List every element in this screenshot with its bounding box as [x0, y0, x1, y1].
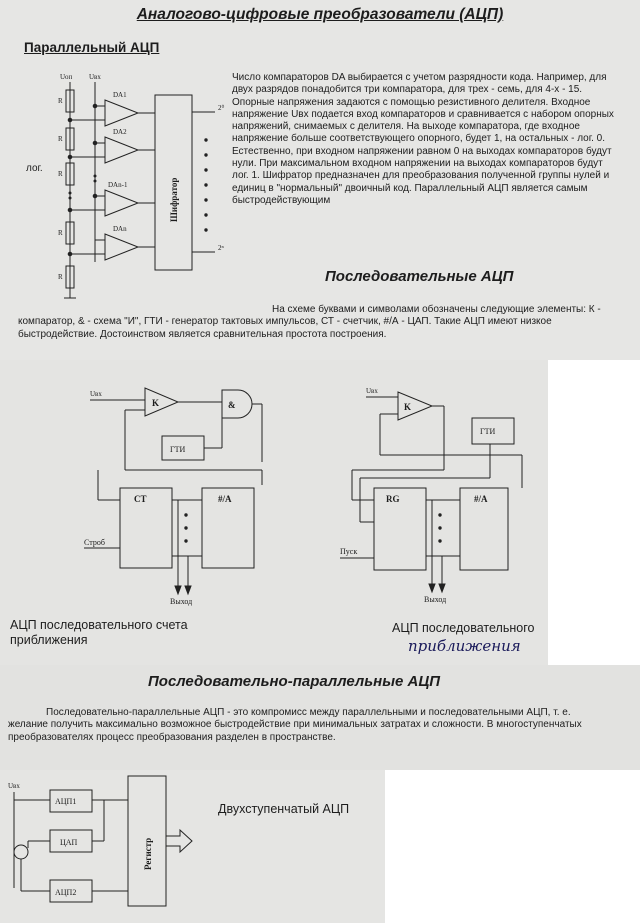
left-comparator [144, 387, 180, 417]
parallel-adc-diagram [64, 82, 215, 299]
paper-sheet-top [0, 0, 640, 360]
serial-parallel-heading: Последовательно-параллельные АЦП [148, 673, 441, 690]
dan-1-label: DAn-1 [108, 181, 128, 189]
left-dac-block [201, 487, 255, 569]
right-clock-generator [471, 417, 515, 445]
strobe-label: Строб [84, 538, 105, 547]
right-input-label: Uвх [366, 387, 378, 395]
adc1-block [49, 789, 93, 813]
serial-parallel-text: Последовательно-параллельные АЦП - это к… [8, 707, 582, 743]
dan-label: DAn [113, 225, 127, 233]
sequential-adc-text: На схеме буквами и символами обозначены … [18, 304, 601, 340]
two-stage-input-label: Uвх [8, 782, 20, 790]
encoder-label: Шифратор [169, 178, 179, 222]
comparator-dan [104, 233, 140, 261]
dac-label: ЦАП [60, 838, 78, 847]
start-label: Пуск [340, 547, 357, 556]
right-comparator [397, 391, 434, 421]
logic-side-label: лог. [26, 163, 43, 174]
input-voltage-label: Uвх [89, 73, 101, 81]
comparator-dan-1 [104, 189, 140, 217]
sequential-adc-heading: Последовательные АЦП [325, 268, 514, 285]
resistor-label-5: R [58, 273, 63, 281]
resistor-1 [65, 89, 75, 113]
adc1-label: АЦП1 [55, 797, 76, 806]
summing-node [13, 844, 29, 860]
left-generator-label: ГТИ [170, 445, 186, 454]
paper-sheet-bottom [0, 770, 385, 923]
two-stage-caption: Двухступенчатый АЦП [218, 802, 350, 816]
da1-label: DA1 [113, 91, 127, 99]
counting-adc-caption: АЦП последовательного счета приближения [10, 618, 188, 647]
output-lsb-label: 2ⁿ [218, 244, 225, 252]
resistor-5 [65, 265, 75, 289]
sar-adc-labels: Uвх K ГТИ RG #/A Пуск Выход [340, 387, 496, 604]
register-block [373, 487, 427, 571]
counter-block [119, 487, 173, 569]
successive-approximation-adc-diagram [340, 391, 523, 594]
and-gate-label: & [228, 400, 236, 410]
left-dac-label: #/A [218, 494, 232, 504]
right-dac-block [459, 487, 509, 571]
comparator-da2 [104, 136, 140, 164]
encoder-block [154, 94, 193, 271]
left-output-label: Выход [170, 597, 192, 606]
parallel-adc-heading: Параллельный АЦП [24, 40, 160, 55]
left-input-label: Uвх [90, 390, 102, 398]
counter-label: CT [134, 494, 147, 504]
register-output-label: Регистр [143, 838, 153, 870]
resistor-label-3: R [58, 170, 63, 178]
resistor-label-2: R [58, 135, 63, 143]
paper-sheet-middle [0, 360, 548, 665]
resistor-3 [65, 162, 75, 186]
resistor-4 [65, 221, 75, 245]
register-output-block [127, 775, 167, 907]
two-stage-labels: Uвх АЦП1 ЦАП АЦП2 Регистр [8, 782, 153, 897]
right-dac-label: #/A [474, 494, 488, 504]
and-gate [221, 389, 253, 419]
da2-label: DA2 [113, 128, 127, 136]
output-msb-label: 2⁰ [218, 104, 225, 112]
resistor-label-1: R [58, 97, 63, 105]
left-comparator-label: K [152, 398, 159, 408]
right-output-label: Выход [424, 595, 446, 604]
counting-adc-labels: Uвх K & ГТИ CT #/A Строб Выход [84, 390, 236, 606]
sar-adc-handwritten-caption: приближения [408, 637, 521, 655]
resistor-label-4: R [58, 229, 63, 237]
parallel-adc-text: Число компараторов DA выбирается с учето… [232, 72, 614, 206]
two-stage-adc-diagram [13, 775, 193, 907]
resistor-2 [65, 127, 75, 151]
register-label: RG [386, 494, 400, 504]
right-comparator-label: K [404, 402, 411, 412]
parallel-adc-labels: Uоп Uвх R R R R R DA1 DA2 DAn-1 DAn Шифр… [58, 73, 225, 281]
page-title: Аналогово-цифровые преобразователи (АЦП) [136, 6, 504, 23]
right-generator-label: ГТИ [480, 427, 496, 436]
ref-voltage-label: Uоп [60, 73, 73, 81]
paper-sheet-lower [0, 665, 640, 770]
counting-adc-diagram [84, 387, 263, 596]
output-arrow [166, 828, 193, 854]
sar-adc-caption: АЦП последовательного [392, 621, 535, 635]
comparator-da1 [104, 99, 140, 127]
adc2-label: АЦП2 [55, 888, 76, 897]
